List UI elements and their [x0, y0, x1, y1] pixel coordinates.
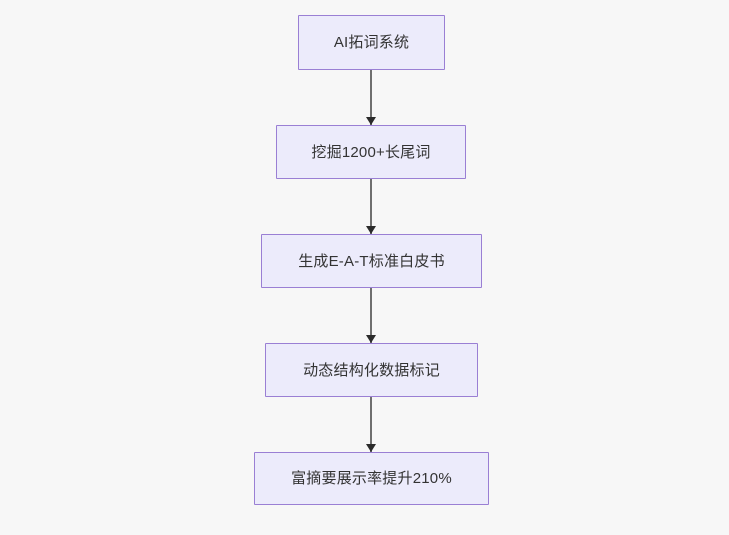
connector-line: [370, 70, 372, 125]
flow-node-label: 挖掘1200+长尾词: [311, 143, 431, 161]
flow-node-label: AI拓词系统: [333, 34, 410, 51]
flow-node-eat-whitepaper[interactable]: 生成E-A-T标准白皮书: [261, 234, 482, 288]
flow-node-label: 生成E-A-T标准白皮书: [298, 252, 445, 270]
flow-node-label: 动态结构化数据标记: [303, 361, 440, 379]
arrowhead-icon: [366, 444, 376, 452]
connector-line: [370, 179, 372, 234]
connector-line: [370, 397, 372, 452]
flow-node-rich-snippet-rate[interactable]: 富摘要展示率提升210%: [254, 452, 489, 505]
flow-node-structured-data-markup[interactable]: 动态结构化数据标记: [265, 343, 478, 397]
connector-line: [370, 288, 372, 343]
arrowhead-icon: [366, 117, 376, 125]
flow-node-label: 富摘要展示率提升210%: [291, 470, 452, 487]
arrowhead-icon: [366, 226, 376, 234]
flow-node-ai-keyword-system[interactable]: AI拓词系统: [298, 15, 445, 70]
flow-node-longtail-keywords[interactable]: 挖掘1200+长尾词: [276, 125, 466, 179]
arrowhead-icon: [366, 335, 376, 343]
